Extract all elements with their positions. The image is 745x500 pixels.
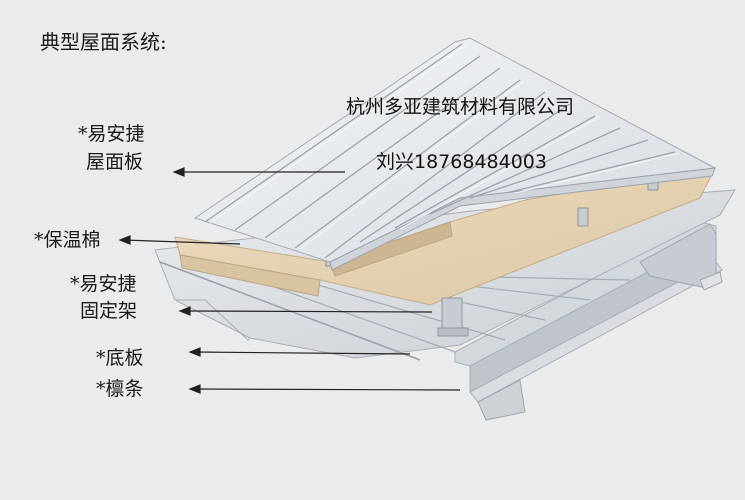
page-title: 典型屋面系统: <box>40 30 167 54</box>
company-name: 杭州多亚建筑材料有限公司 <box>346 96 575 118</box>
label-bracket-line1: *易安捷 <box>70 273 137 295</box>
pointer-arrows <box>118 167 461 394</box>
label-purlin: *檩条 <box>96 378 144 400</box>
insulation-layer <box>174 167 716 306</box>
company-contact: 刘兴18768484003 <box>376 151 547 173</box>
label-bottom-panel: *底板 <box>96 347 144 369</box>
label-roof-panel-line2: 屋面板 <box>86 151 144 173</box>
top-roof-panel <box>193 37 717 271</box>
label-roof-panel-line1: *易安捷 <box>78 123 145 145</box>
purlin-beams <box>454 221 723 421</box>
label-insulation: *保温棉 <box>34 229 101 251</box>
label-bracket-line2: 固定架 <box>80 300 138 322</box>
